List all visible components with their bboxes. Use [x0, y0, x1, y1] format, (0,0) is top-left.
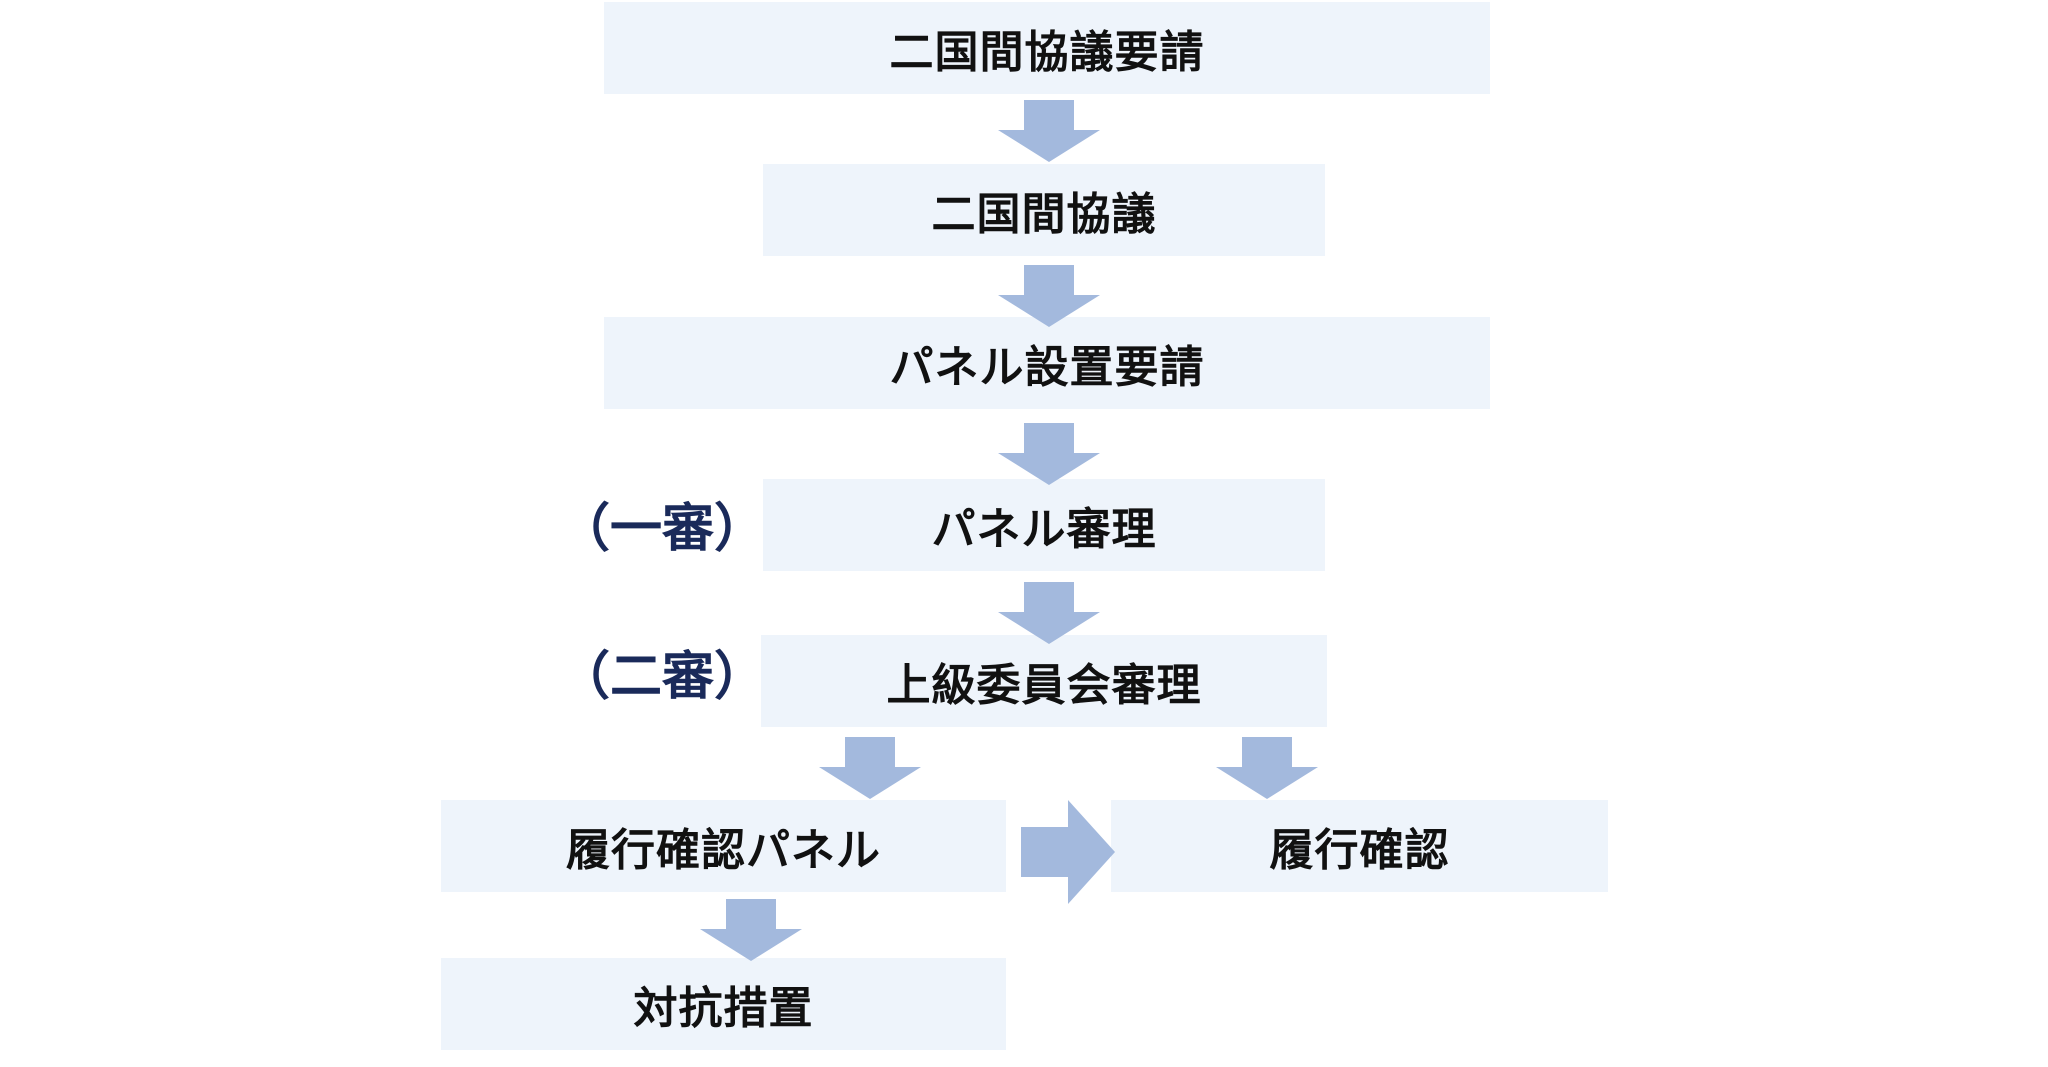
- step-label: 履行確認パネル: [566, 825, 881, 876]
- step-label: パネル設置要請: [889, 342, 1205, 393]
- arrow-down-icon: [998, 423, 1100, 485]
- arrow-down-icon: [819, 737, 921, 799]
- stage-label-first-instance: （一審）: [558, 499, 767, 559]
- step-label: パネル審理: [931, 504, 1157, 555]
- step-label: 上級委員会審理: [886, 660, 1202, 711]
- step-panel-review: パネル審理: [763, 479, 1325, 571]
- arrow-down-icon: [700, 899, 802, 961]
- step-label: 履行確認: [1269, 825, 1450, 876]
- step-appellate-review: 上級委員会審理: [761, 635, 1327, 727]
- arrow-down-icon: [998, 265, 1100, 327]
- arrow-down-icon: [998, 582, 1100, 644]
- step-label: 対抗措置: [633, 983, 814, 1034]
- step-compliance-confirmation: 履行確認: [1111, 800, 1608, 892]
- step-countermeasures: 対抗措置: [441, 958, 1006, 1050]
- stage-label-second-instance: （二審）: [558, 647, 767, 707]
- step-label: 二国間協議要請: [889, 27, 1205, 78]
- step-panel-request: パネル設置要請: [604, 317, 1490, 409]
- step-label: 二国間協議: [931, 189, 1157, 240]
- step-consultation-request: 二国間協議要請: [604, 2, 1490, 94]
- arrow-right-icon: [1021, 800, 1115, 904]
- step-compliance-panel: 履行確認パネル: [441, 800, 1006, 892]
- arrow-down-icon: [998, 100, 1100, 162]
- step-consultation: 二国間協議: [763, 164, 1325, 256]
- arrow-down-icon: [1216, 737, 1318, 799]
